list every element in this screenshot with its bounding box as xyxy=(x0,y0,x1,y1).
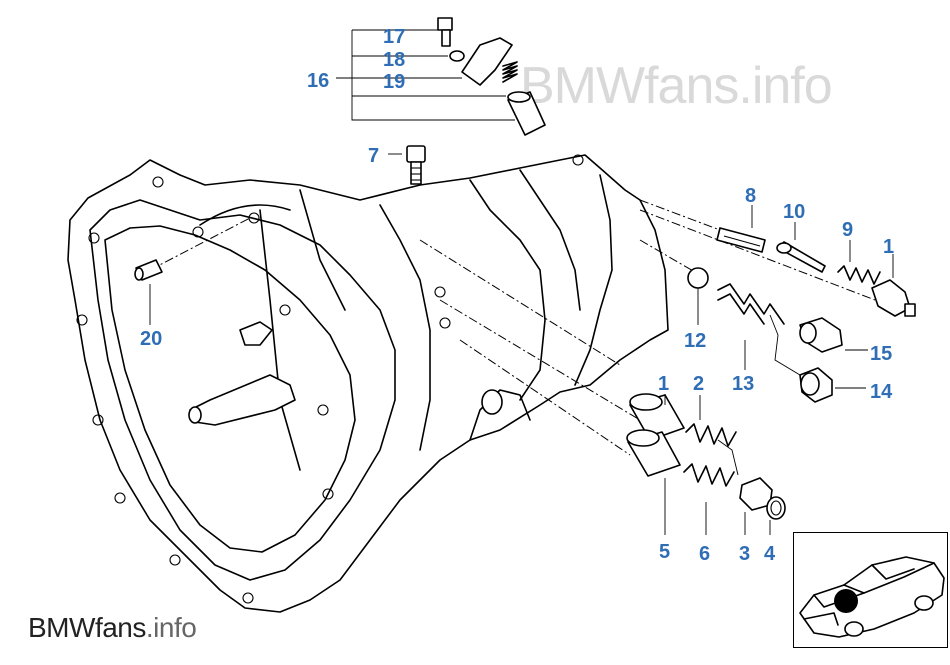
callout-1: 1 xyxy=(658,373,669,395)
watermark-top-rest: fans.info xyxy=(644,57,833,115)
part-16-bracket-group xyxy=(336,17,546,136)
callout-18: 18 xyxy=(383,49,405,71)
gearbox-housing xyxy=(67,154,669,613)
alignment-lines xyxy=(149,199,876,456)
part-14-cap xyxy=(799,367,866,403)
callout-5: 5 xyxy=(659,541,670,563)
location-marker xyxy=(834,589,858,613)
part-20-dowel-pin xyxy=(134,259,163,325)
part-13-spring xyxy=(717,283,801,376)
part-11-switch xyxy=(871,254,916,317)
callout-2: 2 xyxy=(693,373,704,395)
callout-8: 8 xyxy=(745,185,756,207)
part-6-spring xyxy=(683,463,735,535)
part-2-spring xyxy=(685,395,737,447)
part-3-bushing xyxy=(717,439,773,535)
callout-labels: 17 18 19 16 7 8 10 9 1 20 12 13 15 14 1 … xyxy=(140,26,894,565)
part-7-bolt xyxy=(388,145,426,185)
callout-3: 3 xyxy=(739,543,750,565)
callout-15: 15 xyxy=(870,343,892,365)
callout-1-top: 1 xyxy=(883,236,894,258)
part-12-ball xyxy=(687,267,709,325)
callout-20: 20 xyxy=(140,328,162,350)
car-location-icon xyxy=(799,556,945,638)
part-1-sleeve xyxy=(629,393,685,441)
housing-bolt-holes xyxy=(76,154,584,604)
callout-4: 4 xyxy=(764,543,776,565)
callout-16: 16 xyxy=(307,70,329,92)
callout-14: 14 xyxy=(870,381,893,403)
callout-12: 12 xyxy=(684,330,706,352)
part-15-plug xyxy=(799,317,868,353)
watermark-bottom-fans: fans xyxy=(94,612,146,643)
part-4-circlip xyxy=(766,496,786,535)
part-8-pin xyxy=(716,205,766,253)
callout-6: 6 xyxy=(699,543,710,565)
callout-13: 13 xyxy=(732,373,754,395)
callout-7: 7 xyxy=(368,145,379,167)
watermark-bottom-bmw: BMW xyxy=(28,612,95,643)
part-5-sleeve xyxy=(626,429,681,535)
part-10-rod xyxy=(776,222,826,273)
part-9-spring xyxy=(837,240,881,285)
callout-10: 10 xyxy=(783,201,805,223)
callout-17: 17 xyxy=(383,26,405,48)
callout-19: 19 xyxy=(383,71,405,93)
watermark-bottom: BMWfans.info xyxy=(28,612,197,644)
callout-9: 9 xyxy=(842,219,853,241)
watermark-top: BMWfans.info xyxy=(520,56,833,116)
watermark-top-bmw: BMW xyxy=(520,57,645,115)
watermark-bottom-info: .info xyxy=(145,612,197,643)
car-location-inset xyxy=(793,532,948,648)
